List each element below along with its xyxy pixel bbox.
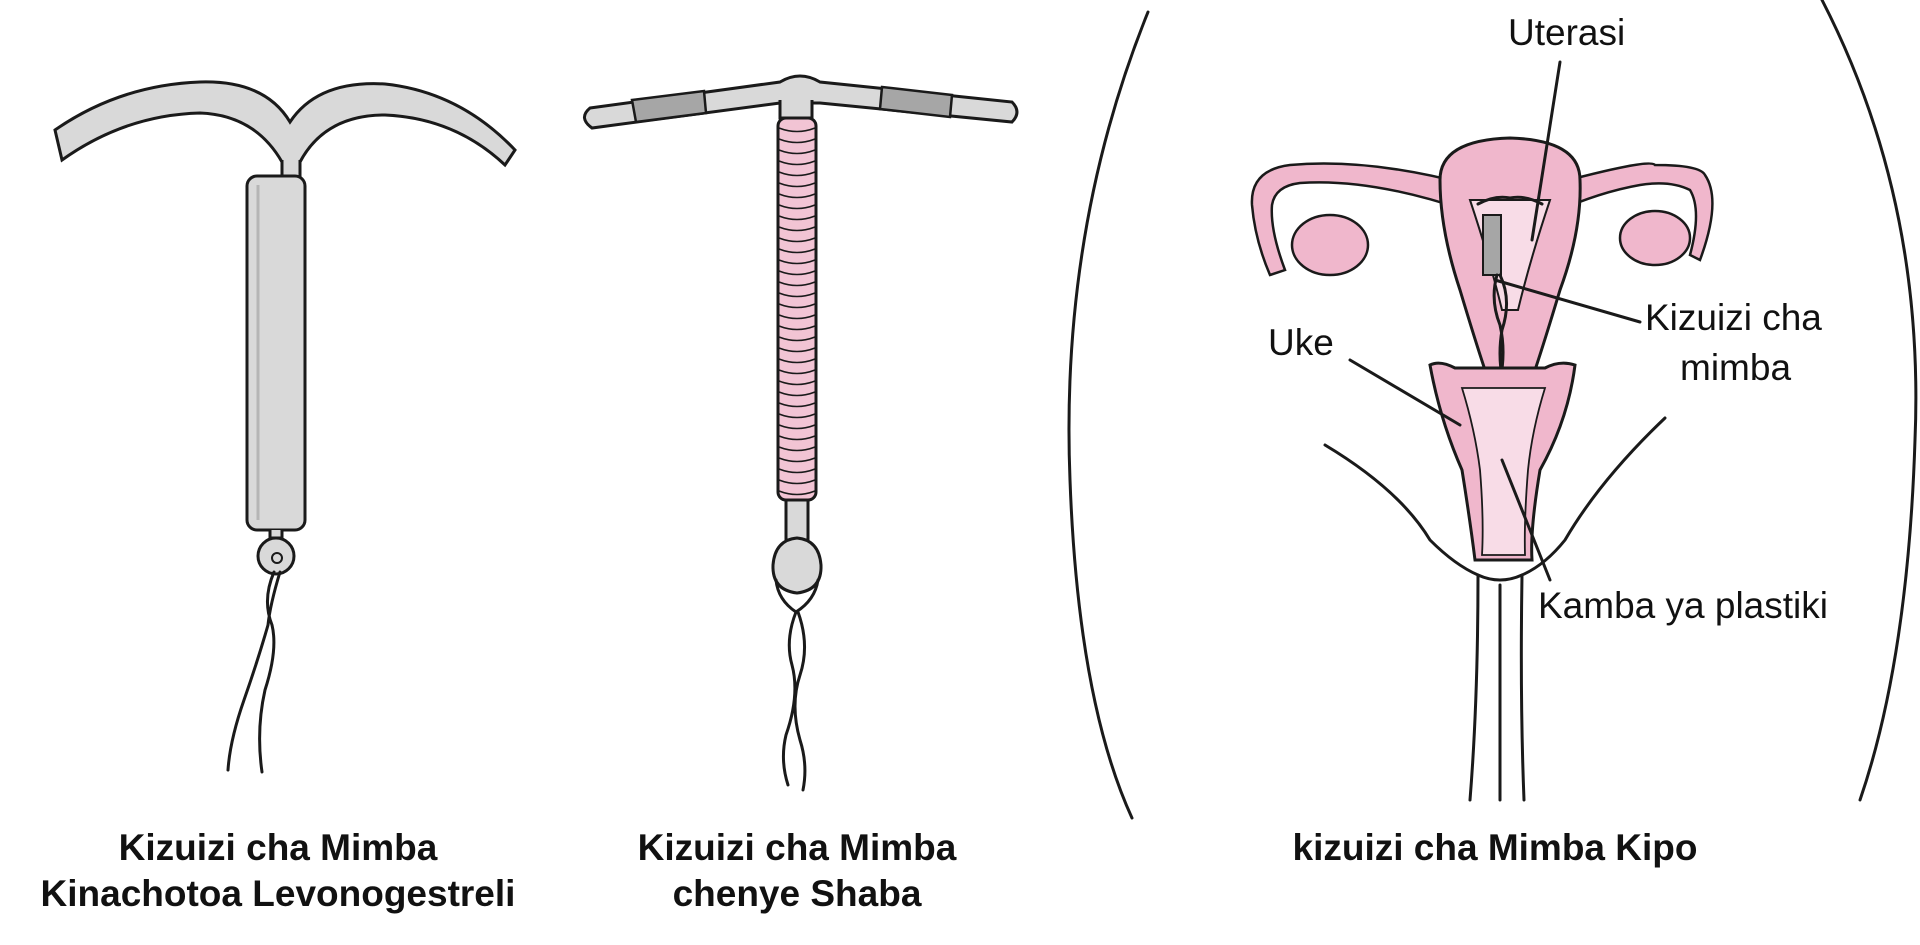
leader-vagina bbox=[1348, 358, 1462, 427]
coil-winding bbox=[778, 435, 816, 441]
coil-winding bbox=[778, 193, 816, 199]
coil-winding bbox=[778, 259, 816, 265]
coil-winding bbox=[778, 281, 816, 287]
coil-winding bbox=[778, 138, 816, 144]
coil-winding bbox=[778, 402, 816, 408]
fallopian-tube-right bbox=[1548, 162, 1714, 262]
leader-uterus bbox=[1530, 60, 1562, 242]
lng-iud-strings bbox=[226, 570, 282, 774]
ovary-right bbox=[1618, 209, 1692, 267]
lng-iud-device bbox=[53, 80, 517, 774]
coil-winding bbox=[778, 149, 816, 155]
coil-winding bbox=[778, 182, 816, 188]
body-outline-right bbox=[1820, 0, 1918, 802]
coil-winding bbox=[778, 347, 816, 353]
coil-winding bbox=[778, 292, 816, 298]
coil-winding bbox=[778, 446, 816, 452]
coil-winding bbox=[778, 171, 816, 177]
copper-iud-strings bbox=[781, 610, 807, 792]
thigh-left-line bbox=[1323, 443, 1480, 802]
label-vagina: Uke bbox=[1268, 322, 1334, 363]
coil-winding bbox=[778, 248, 816, 254]
caption-copper-line2: chenye Shaba bbox=[673, 873, 922, 914]
coil-winding bbox=[778, 314, 816, 320]
lng-iud-stem bbox=[245, 174, 307, 532]
coil-winding bbox=[778, 468, 816, 474]
body-outline-left bbox=[1067, 10, 1150, 820]
coil-winding bbox=[778, 226, 816, 232]
coil-winding bbox=[778, 391, 816, 397]
label-iud-line2: mimba bbox=[1680, 347, 1791, 388]
coil-winding bbox=[778, 490, 816, 496]
caption-lng-line2: Kinachotoa Levonogestreli bbox=[41, 873, 516, 914]
lng-iud-knob bbox=[256, 536, 296, 576]
coil-winding bbox=[778, 336, 816, 342]
coil-winding bbox=[778, 457, 816, 463]
copper-iud-coil-windings bbox=[778, 127, 816, 496]
fallopian-tube-left bbox=[1250, 162, 1472, 277]
coil-winding bbox=[778, 204, 816, 210]
coil-winding bbox=[778, 160, 816, 166]
thigh-right-line bbox=[1519, 416, 1667, 802]
caption-placed: kizuizi cha Mimba Kipo bbox=[1293, 827, 1698, 868]
coil-winding bbox=[778, 380, 816, 386]
coil-winding bbox=[778, 215, 816, 221]
leader-string bbox=[1500, 458, 1552, 582]
label-uterus: Uterasi bbox=[1508, 12, 1625, 53]
label-string: Kamba ya plastiki bbox=[1538, 585, 1828, 626]
coil-winding bbox=[778, 303, 816, 309]
copper-iud-device bbox=[583, 74, 1019, 792]
ovary-left bbox=[1290, 213, 1370, 277]
coil-winding bbox=[778, 479, 816, 485]
leader-iud bbox=[1493, 278, 1642, 324]
coil-winding bbox=[778, 369, 816, 375]
coil-winding bbox=[778, 424, 816, 430]
coil-winding bbox=[778, 270, 816, 276]
copper-iud-bulb bbox=[771, 536, 823, 595]
caption-copper-line1: Kizuizi cha Mimba bbox=[638, 827, 957, 868]
anatomy-illustration bbox=[1067, 0, 1918, 820]
coil-winding bbox=[778, 127, 816, 133]
coil-winding bbox=[778, 358, 816, 364]
caption-lng-line1: Kizuizi cha Mimba bbox=[119, 827, 438, 868]
label-iud-line1: Kizuizi cha bbox=[1645, 297, 1822, 338]
coil-winding bbox=[778, 237, 816, 243]
coil-winding bbox=[778, 413, 816, 419]
lng-iud-arms bbox=[53, 80, 517, 168]
coil-winding bbox=[778, 325, 816, 331]
